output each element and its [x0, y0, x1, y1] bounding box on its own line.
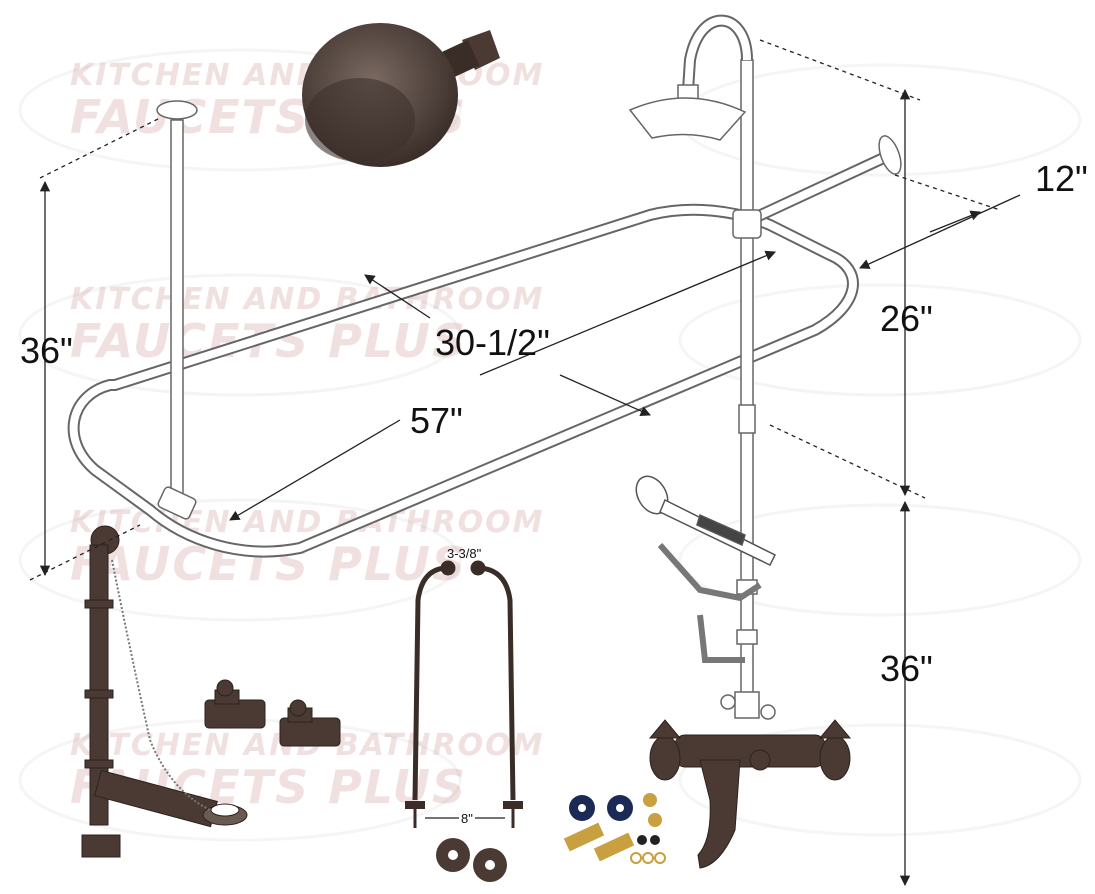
dim-supply-bottom: 8" [459, 811, 475, 826]
dim-supply-top: 3-3/8" [447, 546, 482, 561]
tub-filler-faucet [648, 719, 852, 869]
hand-shower [635, 475, 777, 663]
wall-support-arm [747, 135, 902, 226]
fittings-kit [563, 793, 666, 864]
escutcheon-flanges [436, 838, 507, 882]
supply-lines [405, 560, 523, 828]
dim-width: 30-1/2" [435, 322, 550, 363]
dim-length: 57" [410, 400, 463, 441]
dim-riser-upper: 26" [880, 298, 933, 339]
tub-drain-assembly [81, 525, 248, 858]
shower-head-photo [302, 23, 500, 167]
dim-height-left: 36" [20, 330, 73, 371]
shower-head-outline [628, 84, 747, 141]
dim-arm-length: 12" [1035, 158, 1088, 199]
valve-coupler [720, 691, 776, 720]
dimension-lines [29, 39, 1021, 887]
ceiling-support [156, 100, 198, 520]
dim-riser-lower: 36" [880, 648, 933, 689]
stop-valves [204, 679, 341, 747]
watermark-line1: KITCHEN AND BATHROOM [70, 282, 545, 317]
curtain-rod [67, 203, 859, 558]
